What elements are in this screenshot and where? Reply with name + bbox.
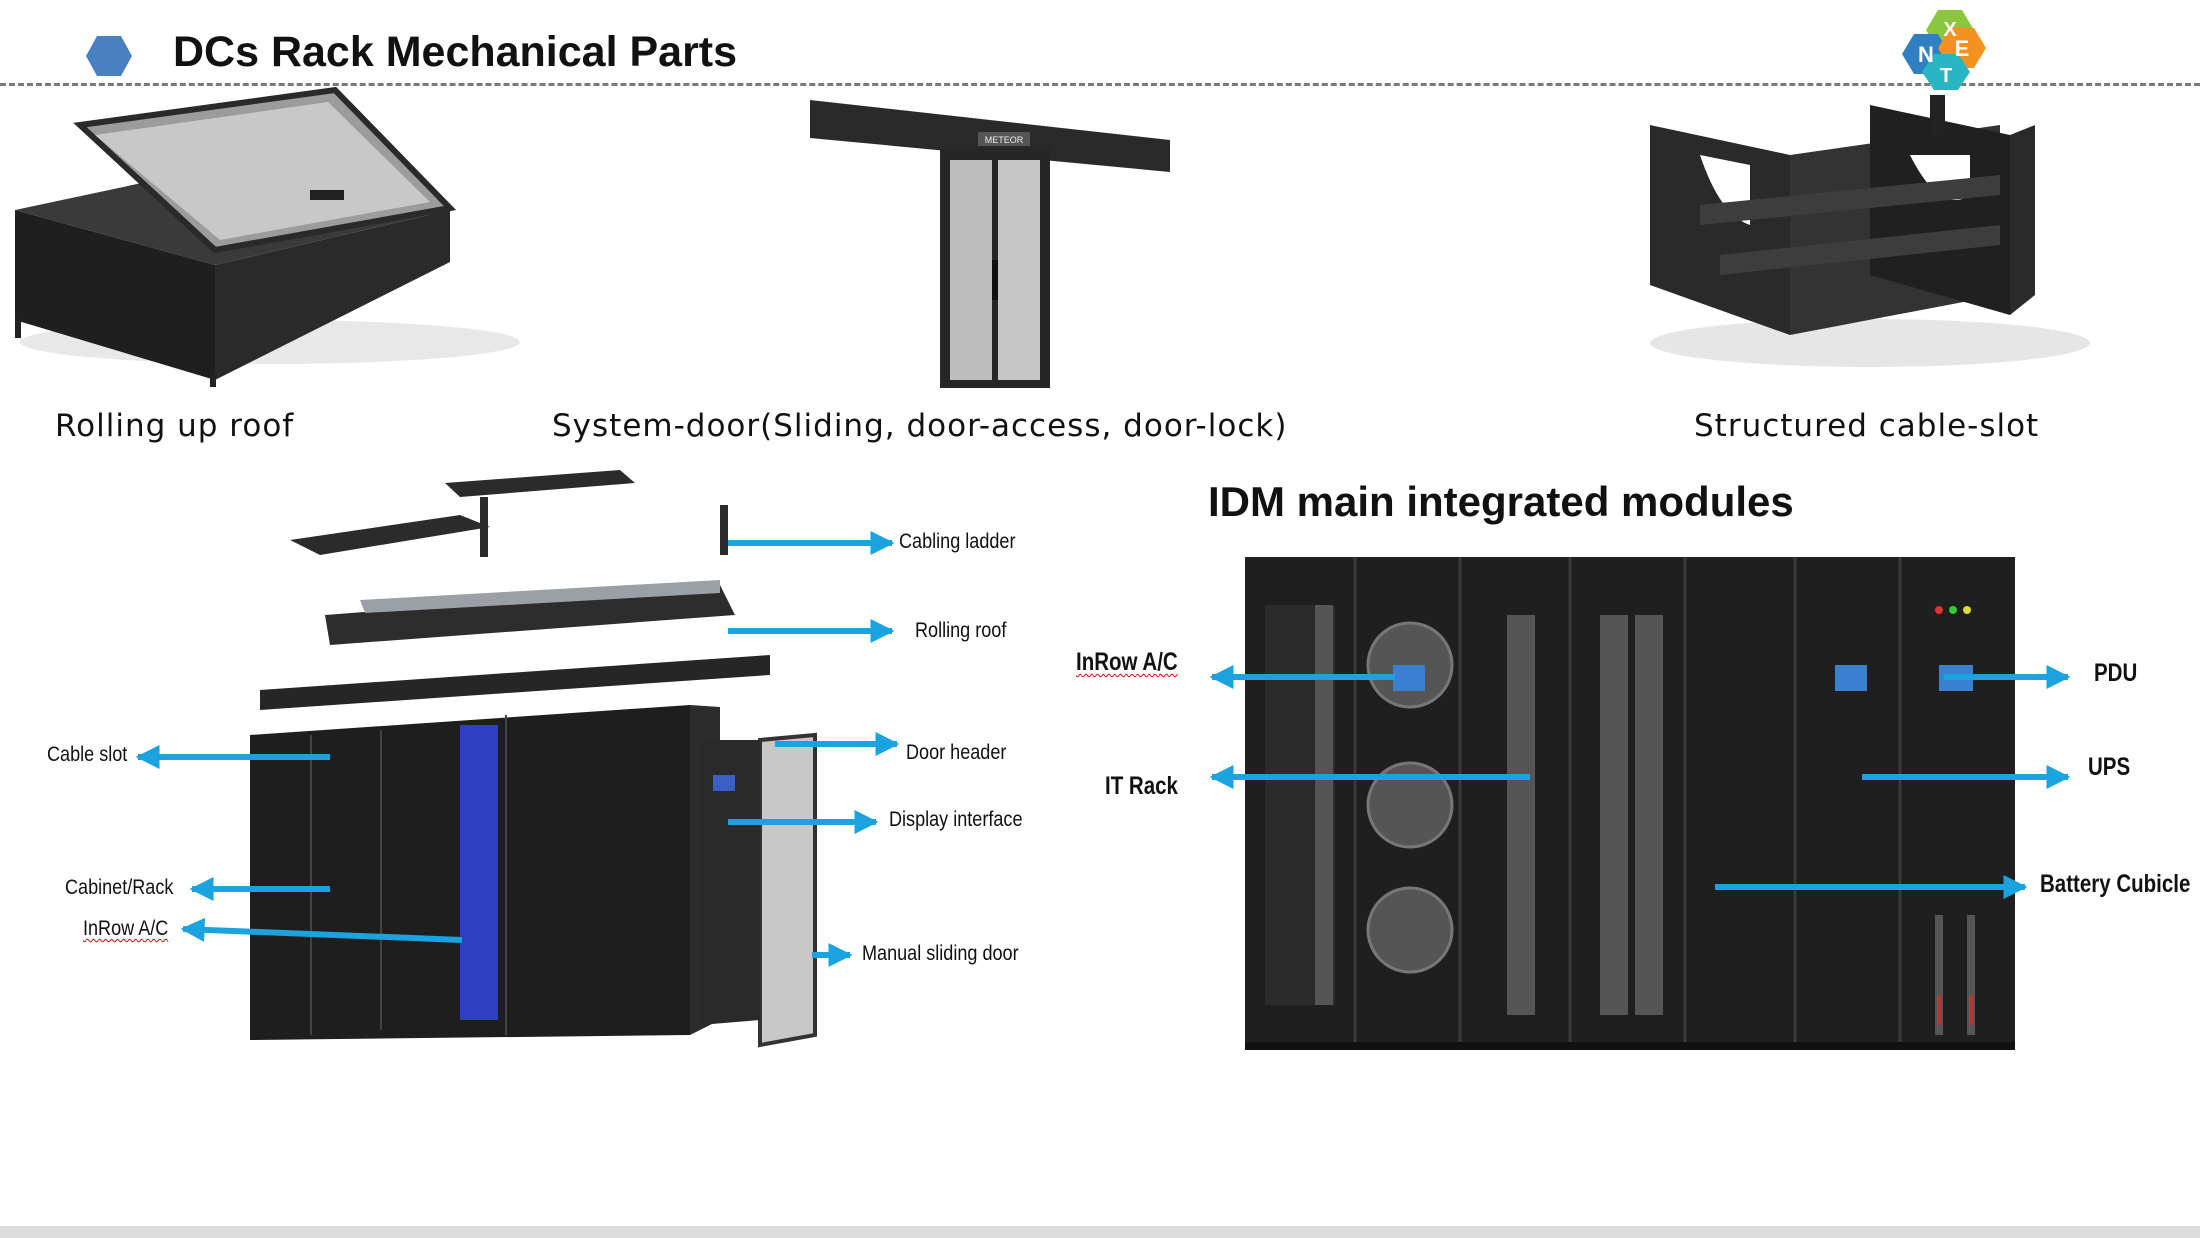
nxet-logo: X N E T — [1902, 10, 1986, 90]
label-display-interface: Display interface — [889, 808, 1023, 831]
label-cable-slot: Cable slot — [47, 743, 128, 766]
cable-slot-image — [1650, 95, 2090, 367]
page-title: DCs Rack Mechanical Parts — [173, 28, 738, 76]
label-battery-cubicle: Battery Cubicle — [2040, 870, 2191, 898]
logo-letter-x: X — [1943, 19, 1957, 41]
system-door-image: METEOR — [810, 100, 1170, 388]
door-brand-mark: METEOR — [985, 135, 1024, 145]
caption-structured-cable-slot: Structured cable-slot — [1694, 408, 2040, 444]
label-cabling-ladder: Cabling ladder — [899, 530, 1016, 553]
label-inrow-ac-right: InRow A/C — [1076, 648, 1178, 676]
label-rolling-roof: Rolling roof — [915, 619, 1007, 642]
label-door-header: Door header — [906, 741, 1007, 764]
label-manual-sliding-door: Manual sliding door — [862, 942, 1019, 965]
header-divider — [0, 83, 2200, 86]
rolling-roof-image — [15, 86, 520, 387]
exploded-rack-diagram — [250, 470, 817, 1048]
label-inrow-ac-left: InRow A/C — [83, 917, 169, 940]
hexagon-bullet-icon — [86, 36, 132, 76]
logo-letter-t: T — [1940, 65, 1952, 87]
footer-bar — [0, 1226, 2200, 1238]
label-pdu: PDU — [2094, 659, 2138, 687]
logo-letter-e: E — [1955, 36, 1970, 61]
logo-letter-n: N — [1918, 42, 1934, 67]
label-cabinet-rack: Cabinet/Rack — [65, 876, 174, 899]
label-it-rack: IT Rack — [1105, 772, 1178, 800]
label-ups: UPS — [2088, 753, 2131, 781]
caption-rolling-up-roof: Rolling up roof — [55, 408, 295, 444]
idm-rack-row-image — [1245, 557, 2015, 1050]
caption-system-door: System-door(Sliding, door-access, door-l… — [552, 408, 1288, 444]
modules-title: IDM main integrated modules — [1208, 478, 1794, 525]
